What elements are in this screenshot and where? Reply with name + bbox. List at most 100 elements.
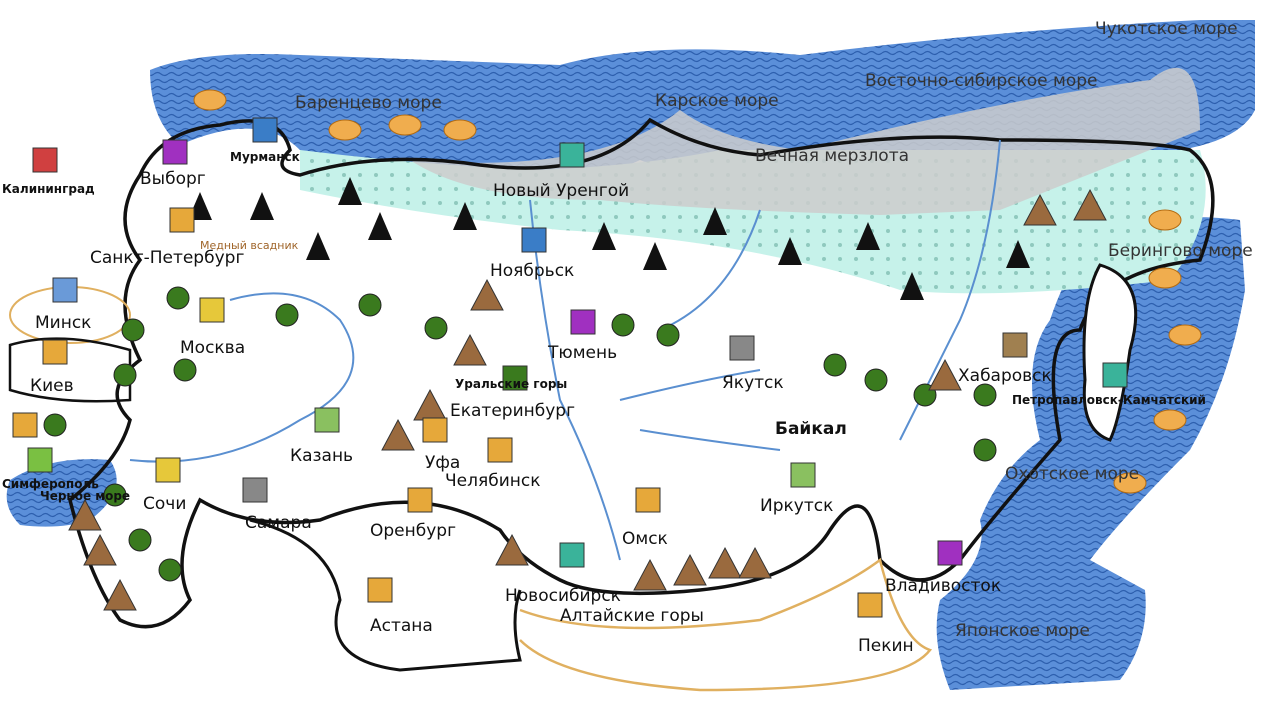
city-murmansk: Мурманск [230,150,300,164]
city-building-icon [162,139,188,165]
city-building-icon [422,417,448,443]
city-orenburg: Оренбург [370,521,456,541]
city-building-icon [635,487,661,513]
mountain-icon [68,498,102,531]
city-chelyabinsk: Челябинск [445,471,540,491]
city-noyabrsk: Ноябрьск [490,261,574,281]
russia-border [68,117,1215,629]
city-building-icon [252,117,278,143]
city-novosibirsk: Новосибирск [505,586,621,606]
tree-icon [656,323,680,347]
label-japan-sea: Японское море [955,621,1090,641]
fish-icon [1153,409,1187,431]
fish-icon [388,114,422,136]
city-khabarovsk: Хабаровск [958,366,1052,386]
kazakhstan-border [249,518,522,672]
city-kiev: Киев [30,376,74,396]
fish-icon [193,89,227,111]
label-urals: Уральские горы [455,377,567,391]
mountain-icon [103,578,137,611]
fish-icon [328,119,362,141]
kiev-border [8,337,132,403]
city-building-icon [487,437,513,463]
pine-tree-icon [250,192,274,220]
pine-tree-icon [900,272,924,300]
mountain-icon [673,553,707,586]
fish-icon [1113,472,1147,494]
tree-icon [973,438,997,462]
permafrost-zone [410,67,1200,215]
city-irkutsk: Иркутск [760,496,833,516]
city-spb: Санкт-Петербург [90,248,244,268]
tree-icon [424,316,448,340]
label-okhotsk-sea: Охотское море [1005,464,1139,484]
city-vladivostok: Владивосток [885,576,1001,596]
city-building-icon [1102,362,1128,388]
city-samara: Самара [245,513,312,533]
mountain-icon [633,558,667,591]
mountain-icon [738,546,772,579]
tree-icon [275,303,299,327]
fish-icon [1148,267,1182,289]
pacific-sea [936,217,1245,690]
tree-icon [823,353,847,377]
region-labels: Вечная мерзлота Уральские горы Алтайские… [200,146,909,626]
city-beijing: Пекин [858,636,914,656]
fish-icon [1148,209,1182,231]
fish-icon [443,119,477,141]
mountain-icon [453,333,487,366]
city-minsk: Минск [35,313,91,333]
map-icons [12,89,1202,618]
pine-tree-icon [306,232,330,260]
pine-tree-icon [643,242,667,270]
city-building-icon [559,542,585,568]
mountain-icon [1023,193,1057,226]
pine-tree-icon [856,222,880,250]
pine-tree-icon [338,177,362,205]
tree-icon [121,318,145,342]
tree-icon [166,286,190,310]
city-petropavlovsk: Петропавловск-Камчатский [1012,393,1206,407]
pine-tree-icon [453,202,477,230]
city-building-icon [42,339,68,365]
tree-icon [158,558,182,582]
sea-labels: Чукотское море Восточно-сибирское море К… [40,19,1253,641]
pine-tree-icon [778,237,802,265]
label-chukchi-sea: Чукотское море [1095,19,1238,39]
label-altai: Алтайские горы [560,606,704,626]
label-kara-sea: Карское море [655,91,779,111]
mountain-icon [708,546,742,579]
city-building-icon [52,277,78,303]
city-ufa: Уфа [425,453,460,473]
label-bering-sea: Берингово море [1108,241,1253,261]
city-building-icon [937,540,963,566]
tree-icon [173,358,197,382]
city-novy-urengoy: Новый Уренгой [493,181,629,201]
pine-tree-icon [703,207,727,235]
city-astana: Астана [370,616,433,636]
pine-tree-icon [592,222,616,250]
city-kazan: Казань [290,446,353,466]
city-building-icon [570,309,596,335]
city-yakutsk: Якутск [722,373,784,393]
rivers [129,139,1001,561]
label-bronze-horseman: Медный всадник [200,239,299,252]
city-building-icon [502,365,528,391]
city-tyumen: Тюмень [547,343,617,363]
mountain-icon [1073,188,1107,221]
city-moscow: Москва [180,338,245,358]
city-building-icon [729,335,755,361]
city-building-icon [521,227,547,253]
pine-tree-icon [1006,240,1030,268]
city-vyborg: Выборг [140,169,206,189]
city-simferopol: Симферополь [2,477,99,491]
tree-icon [128,528,152,552]
tree-icon [103,483,127,507]
city-building-icon [559,142,585,168]
mountain-icon [381,418,415,451]
city-building-icon [857,592,883,618]
city-building-icon [27,447,53,473]
pine-tree-icon [368,212,392,240]
city-building-icon [1002,332,1028,358]
mountain-icon [928,358,962,391]
